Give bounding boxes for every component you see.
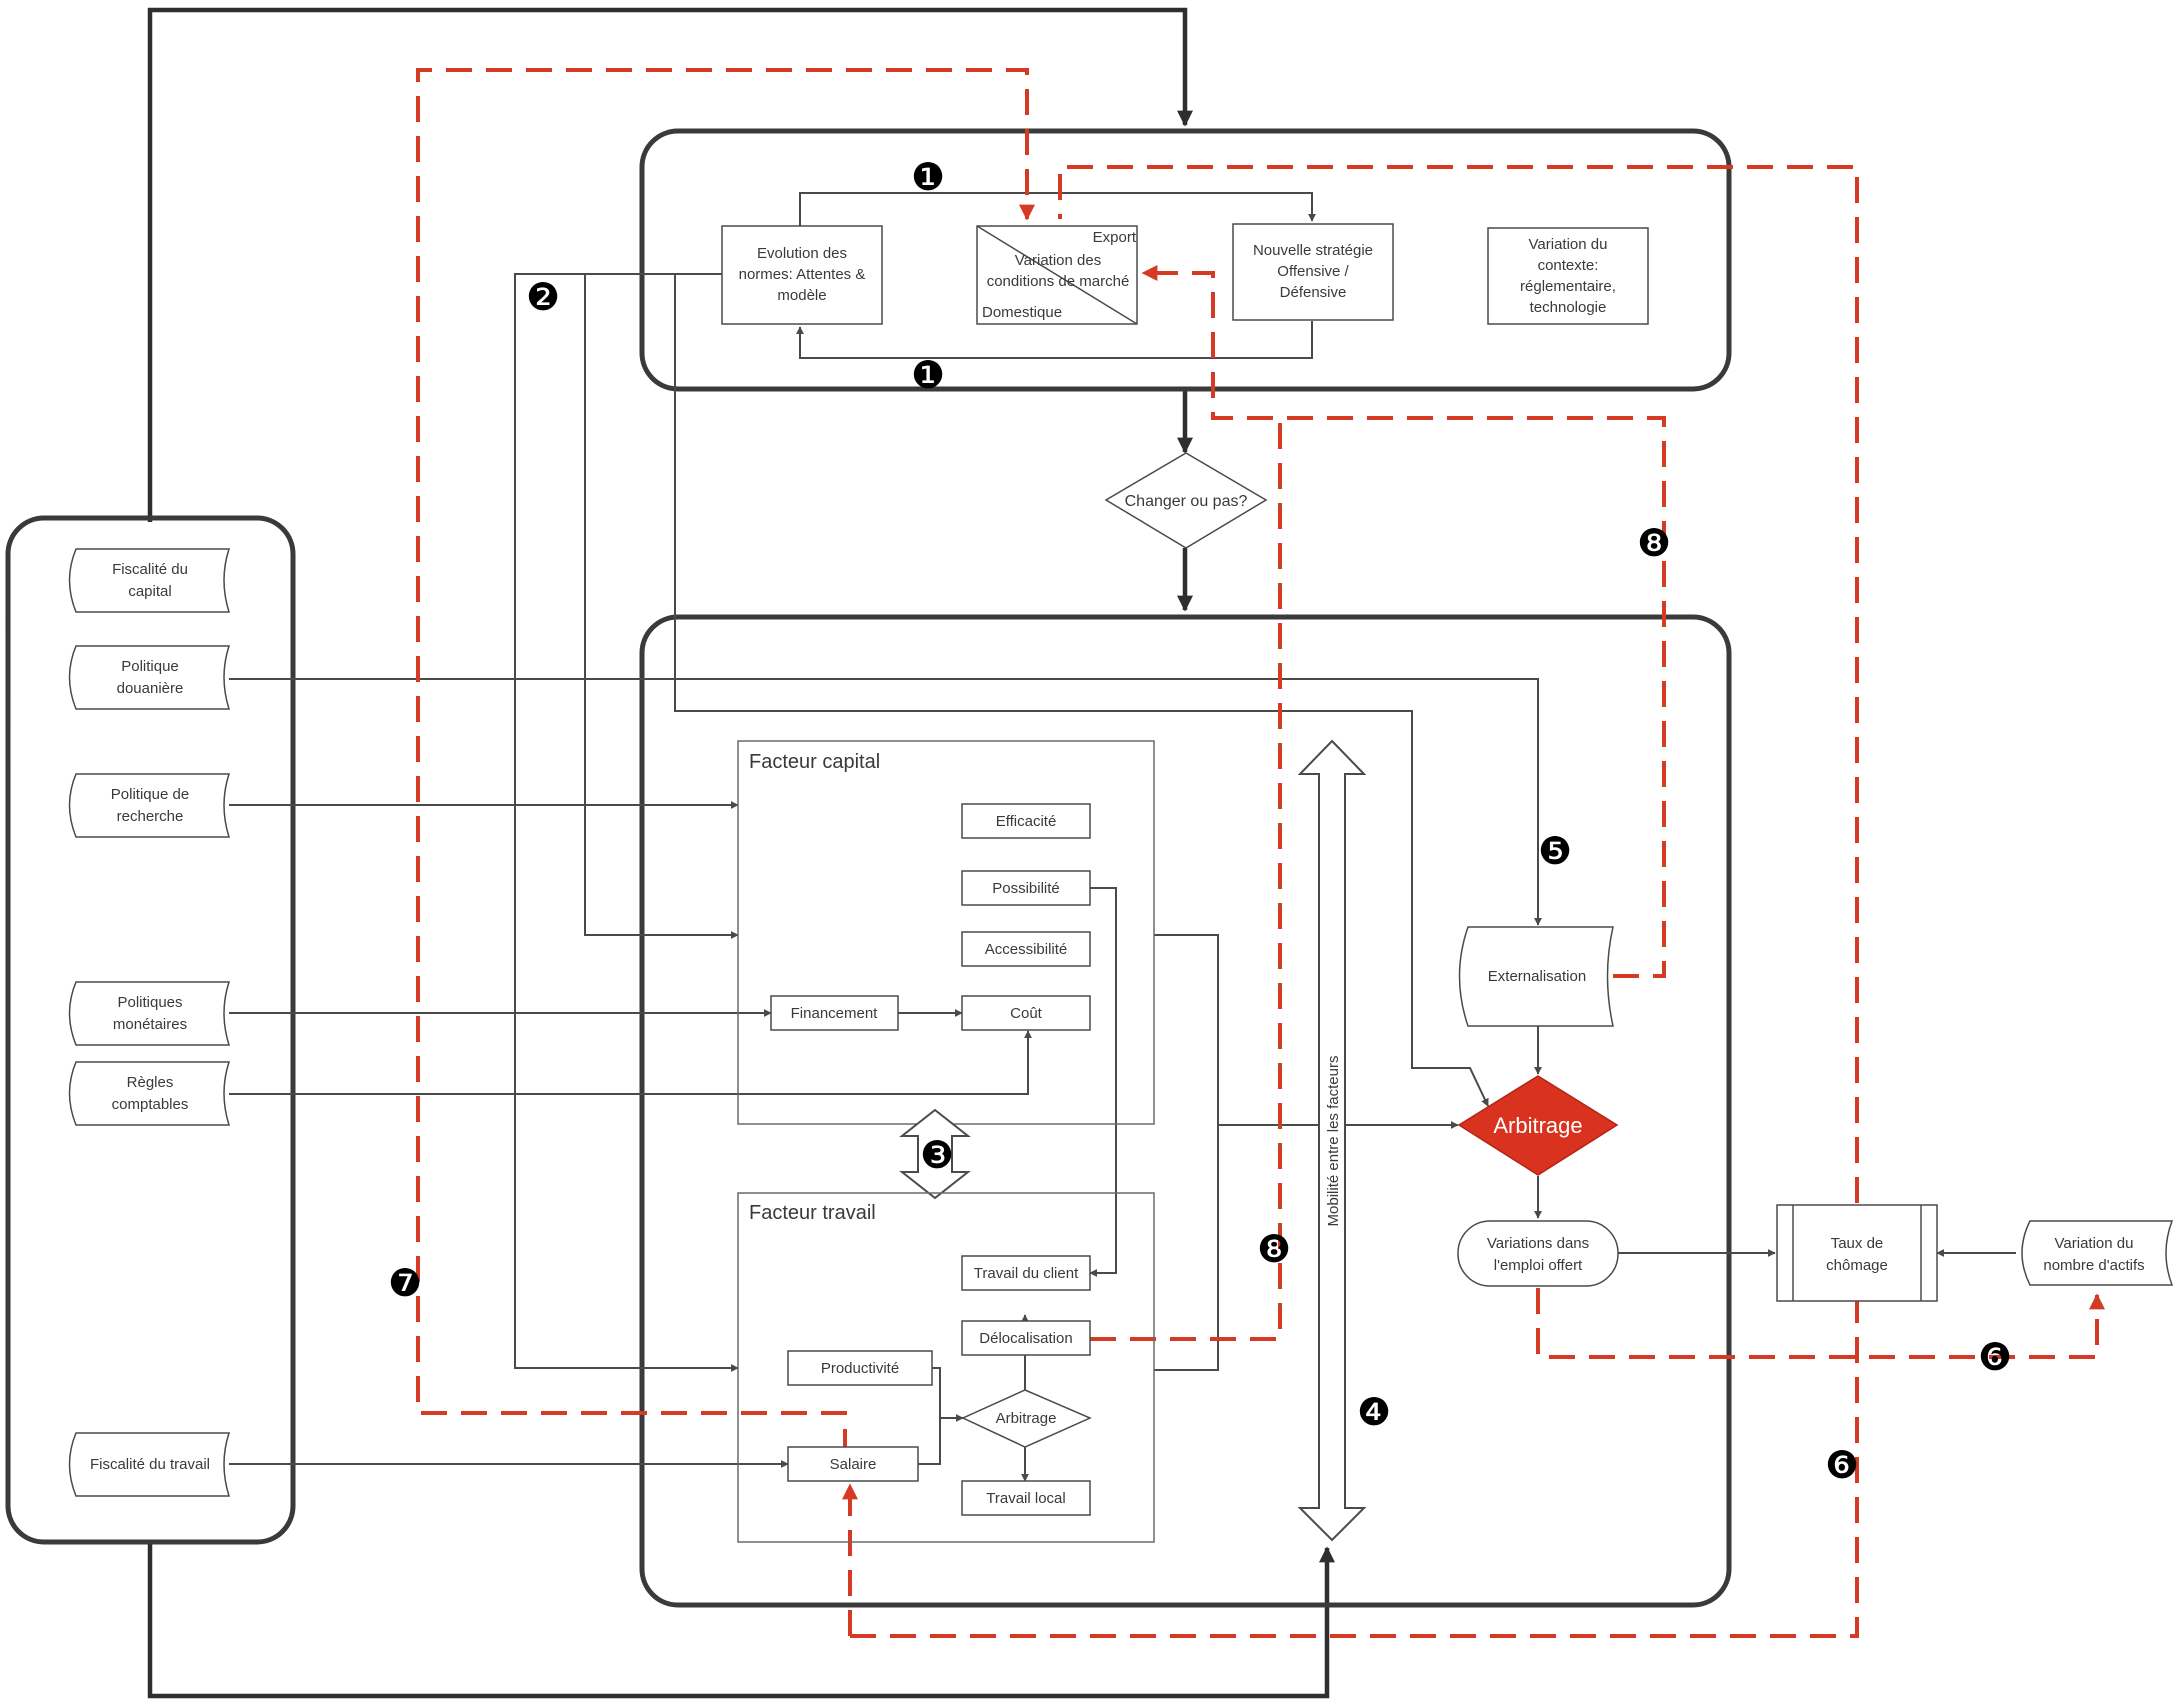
doc-fiscalite-travail (68, 1432, 231, 1497)
possibilite-label: Possibilité (992, 880, 1060, 897)
marker-6-lower: ❻ (1825, 1445, 1859, 1487)
variations-emploi-node: Variations dans l'emploi offert (1457, 1220, 1619, 1287)
variation-contexte-line1: Variation du (1529, 236, 1608, 253)
box-variation-contexte: Variation du contexte: réglementaire, te… (1487, 227, 1649, 325)
fiscalite-capital-line2: capital (128, 583, 171, 600)
top-panel-frame (639, 128, 1732, 392)
variations-emploi-line1: Variations dans (1487, 1235, 1589, 1252)
taux-chomage-node: Taux de chômage (1776, 1204, 1938, 1302)
facteur-capital-title: Facteur capital (749, 751, 880, 773)
politique-douaniere-line1: Politique (121, 658, 179, 675)
bottom-loop-connector (147, 1540, 1335, 1699)
variation-conditions-line2: conditions de marché (987, 273, 1130, 290)
salaire-label: Salaire (830, 1456, 877, 1473)
doc-regles-comptables (68, 1061, 231, 1126)
left-panel-labels: Fiscalité du capital Politique douanière… (90, 561, 210, 1473)
numbered-markers: ❶ ❶ ❷ ❸ ❹ ❺ ❻ ❻ ❼ ❽ ❽ (388, 157, 2012, 1487)
box-nouvelle-strategie: Nouvelle stratégie Offensive / Défensive (1232, 223, 1394, 321)
marker-5: ❺ (1538, 831, 1572, 873)
loop-8-externalisation (1141, 265, 1666, 978)
left-panel-items (68, 548, 231, 1497)
politique-douaniere-line2: douanière (117, 680, 184, 697)
taux-chomage-line1: Taux de (1831, 1235, 1884, 1252)
nouvelle-strategie-line3: Défensive (1280, 284, 1347, 301)
cout-label: Coût (1010, 1005, 1043, 1022)
accessibilite-label: Accessibilité (985, 941, 1068, 958)
politiques-monetaires-line1: Politiques (117, 994, 182, 1011)
regles-comptables-line1: Règles (127, 1074, 174, 1091)
travail-local-label: Travail local (986, 1490, 1065, 1507)
facteur-travail-title: Facteur travail (749, 1202, 876, 1224)
loop-7 (416, 68, 1035, 1455)
travail-client-label: Travail du client (974, 1265, 1079, 1282)
externalisation-node: Externalisation (1458, 926, 1614, 1027)
export-label: Export (1093, 229, 1137, 246)
variation-contexte-line4: technologie (1530, 299, 1607, 316)
marker-8-lower: ❽ (1257, 1229, 1291, 1271)
doc-politique-recherche (68, 773, 231, 838)
thick-black-connectors (147, 7, 1335, 1699)
arbitrage-small-label: Arbitrage (996, 1410, 1057, 1427)
financement-label: Financement (791, 1005, 879, 1022)
box-evolution-normes: Evolution des normes: Attentes & modèle (721, 225, 883, 325)
domestique-label: Domestique (982, 304, 1062, 321)
externalisation-label: Externalisation (1488, 968, 1586, 985)
arbitrage-main-label: Arbitrage (1493, 1113, 1582, 1138)
evolution-normes-line1: Evolution des (757, 245, 847, 262)
loop-6-long (850, 165, 1859, 1638)
mobilite-label: Mobilité entre les facteurs (1325, 1056, 1342, 1227)
facteur-travail-group: Facteur travail Travail du client Déloca… (737, 1192, 1155, 1543)
mobilite-arrow: Mobilité entre les facteurs (1297, 739, 1367, 1542)
marker-7: ❼ (388, 1263, 422, 1305)
variation-actifs-line2: nombre d'actifs (2043, 1257, 2144, 1274)
thin-connectors (229, 192, 2016, 1482)
marker-6-right: ❻ (1978, 1337, 2012, 1379)
productivite-label: Productivité (821, 1360, 899, 1377)
fiscalite-travail-label: Fiscalité du travail (90, 1456, 210, 1473)
doc-politique-douaniere (68, 645, 231, 710)
top-loop-connector (147, 7, 1193, 522)
politiques-monetaires-line2: monétaires (113, 1016, 187, 1033)
box-variation-conditions: Export Variation des conditions de march… (976, 225, 1138, 325)
decision-diamond: Changer ou pas? (1104, 452, 1268, 549)
facteur-capital-group: Facteur capital Efficacité Possibilité A… (737, 740, 1155, 1125)
variation-actifs-node: Variation du nombre d'actifs (2021, 1220, 2174, 1286)
decision-label: Changer ou pas? (1125, 493, 1248, 510)
marker-1-top: ❶ (911, 157, 945, 199)
evolution-normes-line2: normes: Attentes & (739, 266, 866, 283)
variation-contexte-line3: réglementaire, (1520, 278, 1616, 295)
politique-recherche-line2: recherche (117, 808, 184, 825)
variations-emploi-line2: l'emploi offert (1494, 1257, 1583, 1274)
regles-comptables-line2: comptables (112, 1096, 189, 1113)
marker-2: ❷ (526, 277, 560, 319)
arbitrage-main-node: Arbitrage (1457, 1075, 1619, 1176)
loop-6-actifs (1536, 1288, 2105, 1359)
marker-1-bottom: ❶ (911, 355, 945, 397)
delocalisation-label: Délocalisation (979, 1330, 1072, 1347)
variation-conditions-line1: Variation des (1015, 252, 1101, 269)
doc-fiscalite-capital (68, 548, 231, 613)
marker-3: ❸ (920, 1135, 954, 1177)
nouvelle-strategie-line1: Nouvelle stratégie (1253, 242, 1373, 259)
double-arrow-capital-travail (899, 1108, 971, 1200)
doc-politiques-monetaires (68, 981, 231, 1046)
bottom-panel-frame (639, 614, 1732, 1608)
efficacite-label: Efficacité (996, 813, 1057, 830)
marker-8-upper: ❽ (1637, 523, 1671, 565)
nouvelle-strategie-line2: Offensive / (1277, 263, 1349, 280)
fiscalite-capital-line1: Fiscalité du (112, 561, 188, 578)
politique-recherche-line1: Politique de (111, 786, 189, 803)
left-panel-frame (5, 515, 296, 1545)
taux-chomage-line2: chômage (1826, 1257, 1888, 1274)
variation-actifs-line1: Variation du (2055, 1235, 2134, 1252)
marker-4: ❹ (1357, 1392, 1391, 1434)
variation-contexte-line2: contexte: (1538, 257, 1599, 274)
evolution-normes-line3: modèle (777, 287, 826, 304)
